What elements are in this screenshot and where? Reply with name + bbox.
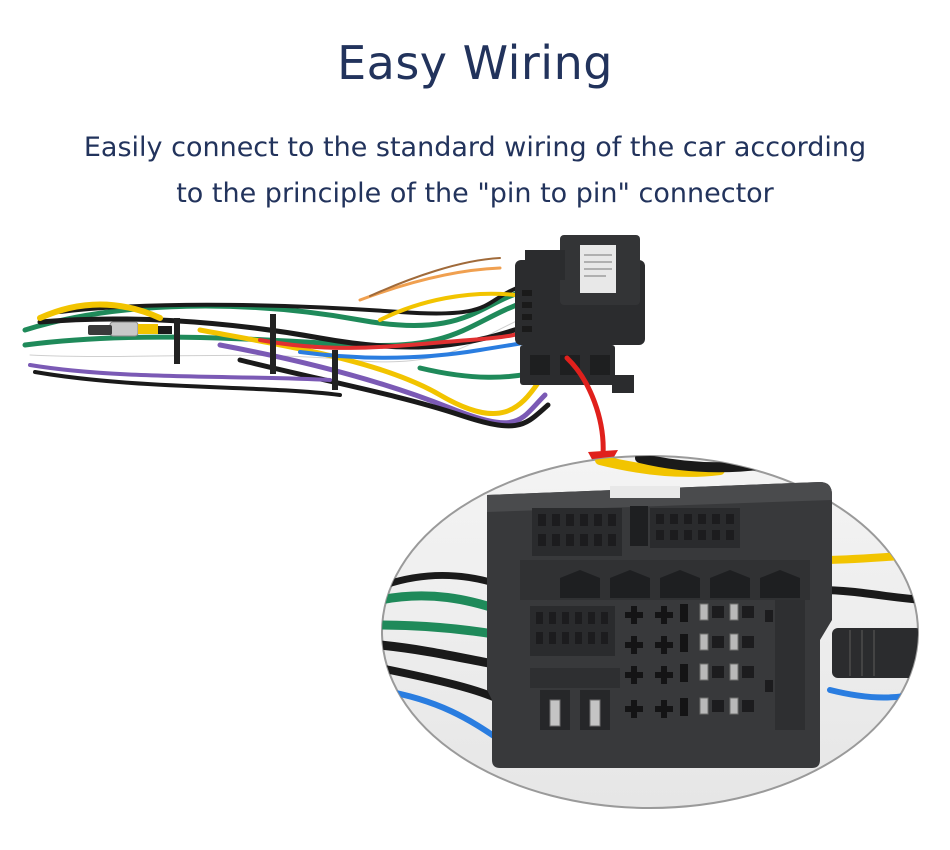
socket-column-2 [655,606,673,718]
socket-column-1 [625,606,643,718]
cable-tie [270,314,276,374]
rca-plug [88,321,172,337]
cable-tie [174,318,180,364]
connector-face [487,482,832,768]
cable-tie [332,350,338,390]
harness-connector [515,235,645,393]
page-title: Easy Wiring [337,36,613,90]
connector-closeup [381,455,919,809]
subtitle-line-1: Easily connect to the standard wiring of… [83,132,867,163]
wiring-harness [22,235,645,429]
page-subtitle: Easily connect to the standard wiring of… [60,125,890,217]
subtitle-line-2: to the principle of the "pin to pin" con… [176,178,774,209]
